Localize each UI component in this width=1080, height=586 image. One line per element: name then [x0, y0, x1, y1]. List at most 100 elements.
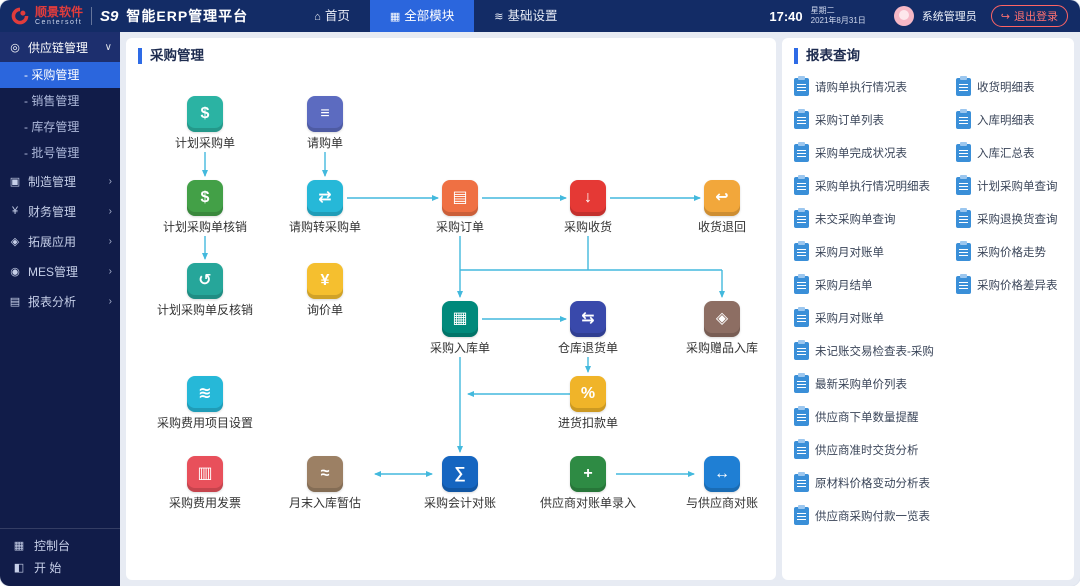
avatar[interactable]: [893, 6, 914, 26]
flow-node-label: 与供应商对账: [685, 496, 758, 510]
sidebar-item-sales[interactable]: 销售管理: [0, 88, 120, 114]
flow-node-supplier-reconciliation[interactable]: ↔与供应商对账: [667, 456, 776, 510]
report-item[interactable]: 原材料价格变动分析表: [794, 471, 952, 492]
sidebar-footer-start[interactable]: ◧ 开 始: [0, 556, 120, 578]
flow-node-warehouse-return[interactable]: ⇆仓库退货单: [533, 301, 643, 355]
report-item[interactable]: 计划采购单查询: [956, 174, 1062, 195]
flow-node-planned-purchase-order[interactable]: $ 计划采购单: [150, 96, 260, 150]
flow-node-label: 计划采购单: [174, 136, 235, 150]
purchase-flow-panel: 采购管理 $ 计划采购单 ≡请购单$计划采购单核销⇄请购转采购单 ▤采购订单 ↓ 采购收货…: [126, 38, 776, 580]
flow-node-purchase-requisition[interactable]: ≡请购单: [270, 96, 380, 150]
report-item-label: 采购订单列表: [815, 114, 884, 127]
sidebar-footer-label: 开 始: [34, 560, 62, 575]
report-clipboard-icon: [956, 207, 971, 228]
report-item[interactable]: 采购单执行情况明细表: [794, 174, 952, 195]
inquiry-sheet-icon: ¥: [307, 263, 343, 299]
report-item-label: 未交采购单查询: [815, 213, 896, 226]
report-item[interactable]: 采购单完成状况表: [794, 141, 952, 162]
platform-title: 智能ERP管理平台: [126, 8, 249, 24]
report-item[interactable]: 采购订单列表: [794, 108, 952, 129]
shunjing-logo-icon: [10, 6, 30, 26]
flow-node-label: 采购费用项目设置: [156, 416, 253, 430]
planned-purchase-order-icon: $: [187, 96, 223, 132]
purchase-accounting-recon-icon: ∑: [442, 456, 478, 492]
sidebar-item-batch[interactable]: 批号管理: [0, 140, 120, 166]
chevron-right-icon: ›: [108, 295, 112, 307]
nav-home[interactable]: ⌂首页: [294, 0, 370, 32]
sidebar-section-finance[interactable]: ¥财务管理›: [0, 196, 120, 226]
flow-node-label: 采购收货: [563, 220, 612, 234]
report-item-label: 计划采购单查询: [977, 180, 1058, 193]
report-item[interactable]: 采购月对账单: [794, 306, 952, 327]
report-item[interactable]: 未记账交易检查表-采购: [794, 339, 952, 360]
report-item[interactable]: 未交采购单查询: [794, 207, 952, 228]
flow-node-purchase-accounting-recon[interactable]: ∑采购会计对账: [405, 456, 515, 510]
flow-node-label: 采购费用发票: [168, 496, 241, 510]
report-item[interactable]: 采购退换货查询: [956, 207, 1062, 228]
sidebar-section-label: 财务管理: [28, 204, 77, 219]
flow-node-supplier-statement-entry[interactable]: +供应商对账单录入: [533, 456, 643, 510]
flow-node-gift-stockin[interactable]: ◈采购赠品入库: [667, 301, 776, 355]
report-item-label: 未记账交易检查表-采购: [815, 345, 934, 358]
sidebar-footer: ▦控制台 ◧ 开 始: [0, 528, 120, 586]
sidebar-section-supply-chain[interactable]: ◎供应链管理∨: [0, 32, 120, 62]
chevron-right-icon: ›: [108, 205, 112, 217]
report-clipboard-icon: [794, 438, 809, 459]
flow-node-receiving-return[interactable]: ↩收货退回: [667, 180, 776, 234]
flow-node-expense-invoice[interactable]: ▥采购费用发票: [150, 456, 260, 510]
flow-node-expense-item-setting[interactable]: ≋采购费用项目设置: [150, 376, 260, 430]
report-item[interactable]: 供应商准时交货分析: [794, 438, 952, 459]
chevron-right-icon: ›: [108, 175, 112, 187]
report-item[interactable]: 采购价格走势: [956, 240, 1062, 261]
flow-node-label: 询价单: [306, 303, 343, 317]
report-item[interactable]: 入库汇总表: [956, 141, 1062, 162]
all-modules-icon: ▦: [389, 11, 401, 23]
clock-time: 17:40: [769, 8, 803, 24]
report-item[interactable]: 请购单执行情况表: [794, 75, 952, 96]
report-item[interactable]: 入库明细表: [956, 108, 1062, 129]
report-item[interactable]: 供应商采购付款一览表: [794, 504, 952, 525]
console-icon: ▦: [13, 539, 25, 552]
extensions-icon: ◈: [10, 235, 20, 248]
sidebar-section-extensions[interactable]: ◈拓展应用›: [0, 226, 120, 256]
report-clipboard-icon: [956, 174, 971, 195]
flow-node-label: 请购转采购单: [288, 220, 361, 234]
sidebar-section-manufacturing[interactable]: ▣制造管理›: [0, 166, 120, 196]
purchase-receiving-icon: ↓: [570, 180, 606, 216]
nav-all-modules-label: 全部模块: [404, 9, 455, 23]
supply-chain-icon: ◎: [10, 41, 20, 54]
report-item-label: 采购单执行情况明细表: [815, 180, 930, 193]
start-icon: ◧: [13, 561, 25, 574]
flow-node-purchase-receiving[interactable]: ↓ 采购收货: [533, 180, 643, 234]
report-item[interactable]: 供应商下单数量提醒: [794, 405, 952, 426]
flow-node-monthend-stockin-estimate[interactable]: ≈月末入库暂估: [270, 456, 380, 510]
nav-basic-settings[interactable]: ≋基础设置: [474, 0, 577, 32]
report-item[interactable]: 收货明细表: [956, 75, 1062, 96]
report-item[interactable]: 最新采购单价列表: [794, 372, 952, 393]
logout-button[interactable]: ↪ 退出登录: [990, 5, 1068, 27]
flow-node-requisition-to-po[interactable]: ⇄请购转采购单: [270, 180, 380, 234]
flow-node-purchase-order[interactable]: ▤采购订单: [405, 180, 515, 234]
flow-node-planned-po-writeoff[interactable]: $计划采购单核销: [150, 180, 260, 234]
flow-node-planned-po-reverse-writeoff[interactable]: ↺ 计划采购单反核销: [150, 263, 260, 317]
planned-po-reverse-writeoff-icon: ↺: [187, 263, 223, 299]
sidebar-item-inventory[interactable]: 库存管理: [0, 114, 120, 140]
flow-node-inquiry-sheet[interactable]: ¥ 询价单: [270, 263, 380, 317]
flow-node-purchase-stockin[interactable]: ▦采购入库单: [405, 301, 515, 355]
report-item[interactable]: 采购价格差异表: [956, 273, 1062, 294]
report-clipboard-icon: [794, 108, 809, 129]
report-item[interactable]: 采购月结单: [794, 273, 952, 294]
flow-node-purchase-deduction[interactable]: %进货扣款单: [533, 376, 643, 430]
flow-node-label: 计划采购单反核销: [156, 303, 253, 317]
flow-node-label: 仓库退货单: [557, 341, 618, 355]
flow-panel-title: 采购管理: [138, 48, 764, 64]
sidebar-item-purchase[interactable]: 采购管理: [0, 62, 120, 88]
report-panel: 报表查询 请购单执行情况表采购订单列表采购单完成状况表采购单执行情况明细表未交采…: [782, 38, 1074, 580]
report-item-label: 采购月对账单: [815, 246, 884, 259]
sidebar-footer-console[interactable]: ▦控制台: [0, 534, 120, 556]
nav-all-modules[interactable]: ▦全部模块: [369, 0, 475, 32]
report-item[interactable]: 采购月对账单: [794, 240, 952, 261]
sidebar-section-report-analysis[interactable]: ▤报表分析›: [0, 286, 120, 316]
report-item-label: 供应商准时交货分析: [815, 444, 919, 457]
sidebar-section-mes[interactable]: ◉MES管理›: [0, 256, 120, 286]
